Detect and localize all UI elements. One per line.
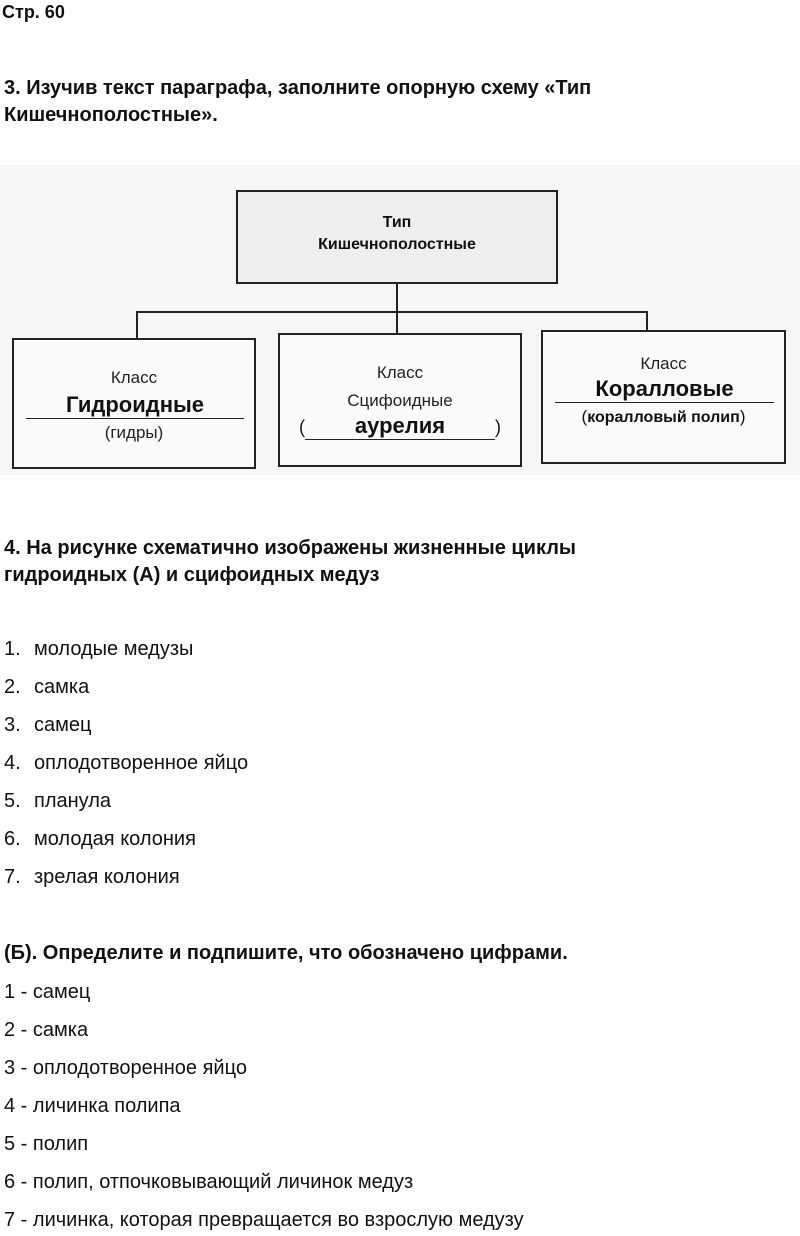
item-number: 7. [4, 866, 21, 888]
connector-horizontal [136, 311, 648, 313]
connector-middle [396, 311, 398, 333]
item-text: молодая колония [34, 828, 196, 850]
answer-item: 1 - самец [4, 981, 91, 1003]
class-example: аурелия [305, 413, 495, 440]
answer-item: 7 - личинка, которая превращается во взр… [4, 1209, 524, 1231]
item-text: самец [34, 714, 92, 736]
item-text: молодые медузы [34, 638, 194, 660]
class-label: Класс [110, 368, 158, 387]
item-number: 6. [4, 828, 21, 850]
root-line2: Кишечнополостные [318, 236, 476, 253]
answer-item: 2 - самка [4, 1019, 89, 1041]
root-line1: Тип [382, 214, 412, 231]
page-label: Стр. 60 [2, 2, 65, 22]
class-name: Коралловые [555, 376, 774, 403]
task3-title-line2: Кишечнополостные». [4, 104, 218, 126]
list-item: 5. планула [4, 782, 248, 820]
task4-title-line2: гидроидных (А) и сцифоидных медуз [4, 564, 380, 586]
task3-title-line1: 3. Изучив текст параграфа, заполните опо… [4, 77, 592, 99]
item-text: планула [34, 790, 112, 812]
item-number: 1. [4, 638, 21, 660]
item-number: 3. [4, 714, 21, 736]
paren-open: ( [299, 417, 305, 437]
item-number: 2. [4, 676, 21, 698]
connector-left [136, 311, 138, 338]
class-box-corals: Класс Коралловые (коралловый полип) [541, 330, 786, 464]
paren-close: ) [739, 407, 746, 426]
list-item: 6. молодая колония [4, 820, 248, 858]
list-item: 1. молодые медузы [4, 630, 248, 668]
class-box-hydroids: Класс Гидроидные (гидры) [12, 338, 256, 469]
class-label: Класс [640, 354, 687, 373]
list-item: 2. самка [4, 668, 248, 706]
class-label: Класс [376, 363, 424, 382]
classification-diagram: Тип Кишечнополостные Класс Гидроидные (г… [0, 165, 800, 475]
connector-right [646, 311, 648, 331]
answer-item: 6 - полип, отпочковывающий личинок медуз [4, 1171, 414, 1193]
class-name: Сцифоидные [347, 391, 453, 410]
root-box: Тип Кишечнополостные [236, 190, 558, 284]
class-name: Гидроидные [26, 392, 244, 419]
list-item: 3. самец [4, 706, 248, 744]
class-box-scyphoids: Класс Сцифоидные (аурелия) [278, 333, 522, 467]
task4-title-line1: 4. На рисунке схематично изображены жизн… [4, 537, 577, 559]
taskB-title: (Б). Определите и подпишите, что обознач… [4, 942, 568, 964]
list-item: 4. оплодотворенное яйцо [4, 744, 248, 782]
item-text: зрелая колония [34, 866, 180, 888]
item-number: 4. [4, 752, 21, 774]
answer-item: 4 - личинка полипа [4, 1095, 181, 1117]
answer-item: 5 - полип [4, 1133, 89, 1155]
connector-vertical [396, 282, 398, 312]
list-item: 7. зрелая колония [4, 858, 248, 896]
item-number: 5. [4, 790, 21, 812]
item-text: оплодотворенное яйцо [34, 752, 249, 774]
item-text: самка [34, 676, 90, 698]
paren-open: ( [581, 407, 588, 426]
class-example: (гидры) [104, 423, 164, 442]
paren-close: ) [495, 417, 501, 437]
class-example: коралловый полип [587, 409, 740, 426]
answer-item: 3 - оплодотворенное яйцо [4, 1057, 247, 1079]
